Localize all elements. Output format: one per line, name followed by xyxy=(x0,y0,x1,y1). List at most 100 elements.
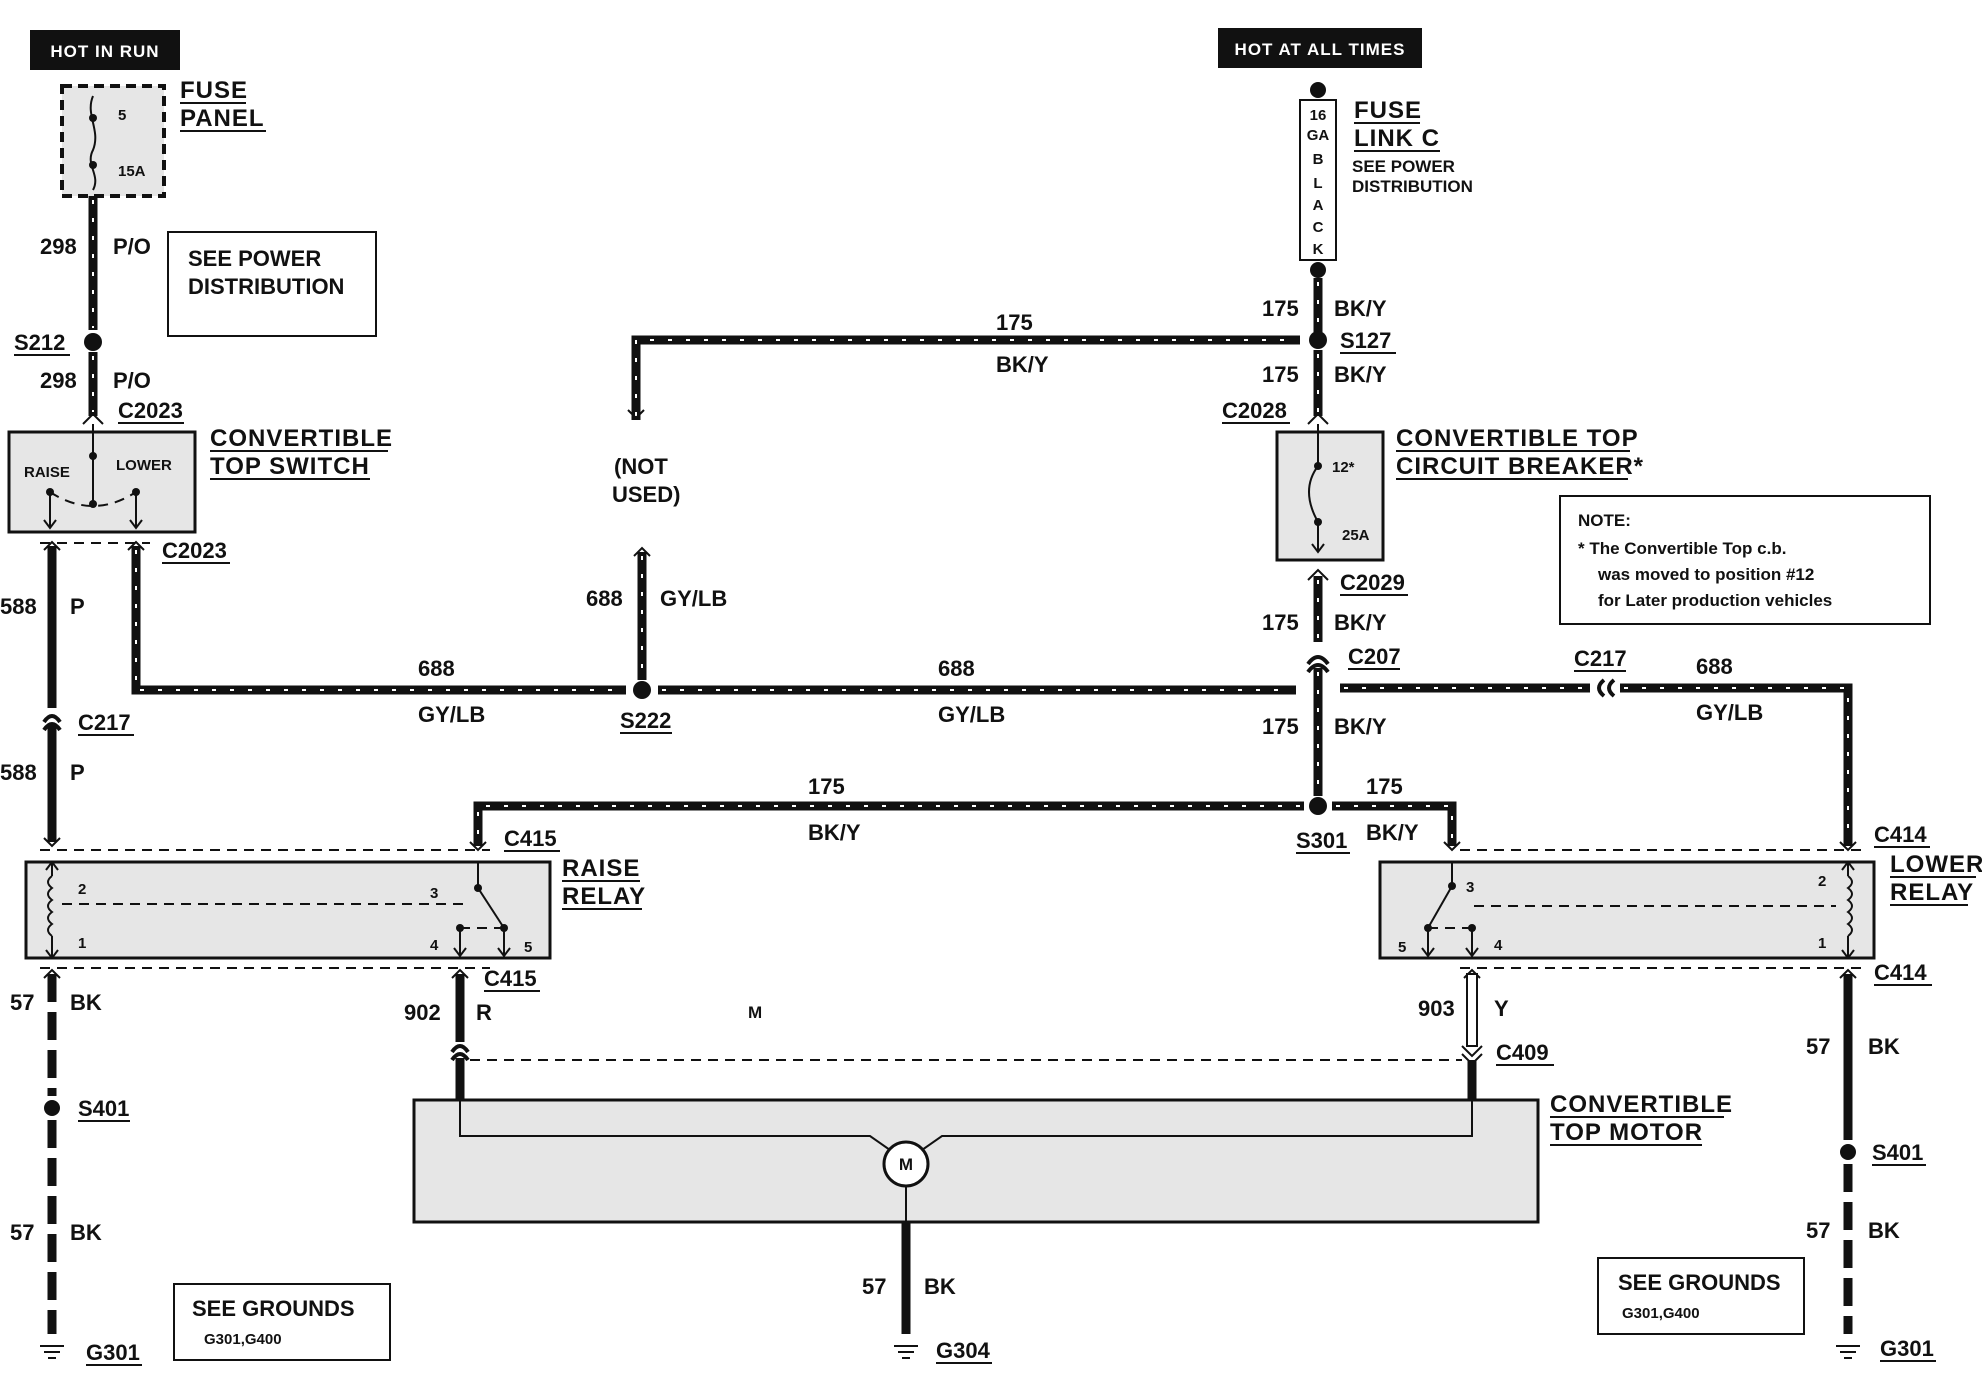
not-used-stub xyxy=(633,546,651,680)
connector-s127: S127 xyxy=(1340,328,1391,353)
wire-57-number-4: 57 xyxy=(1806,1218,1830,1243)
switch-raise-label: RAISE xyxy=(24,464,70,481)
wire-588-number-2: 588 xyxy=(0,760,37,785)
fuse-link-char-4: L xyxy=(1313,175,1322,192)
lower-relay: 3 5 4 2 1 xyxy=(1378,860,1876,960)
connector-s212: S212 xyxy=(14,330,65,355)
connector-g301-right: G301 xyxy=(1880,1336,1934,1361)
motor-title-1: CONVERTIBLE xyxy=(1550,1091,1733,1118)
connector-c2023-top: C2023 xyxy=(118,398,183,423)
wire-588-number: 588 xyxy=(0,594,37,619)
connector-c2029: C2029 xyxy=(1340,570,1405,595)
fuse-link-char-3: B xyxy=(1313,151,1324,168)
see-power-line-2: DISTRIBUTION xyxy=(188,274,344,299)
wire-902-number: 902 xyxy=(404,1000,441,1025)
wire-57-number-3: 57 xyxy=(1806,1034,1830,1059)
see-power-line-1: SEE POWER xyxy=(188,246,321,271)
see-grounds-left-list: G301,G400 xyxy=(204,1331,282,1348)
wire-175-trunk xyxy=(1307,278,1329,425)
wire-57-left xyxy=(40,968,64,1359)
convertible-top-motor: M xyxy=(412,1098,1540,1224)
see-grounds-right-box: SEE GROUNDS G301,G400 xyxy=(1597,1257,1805,1335)
wire-298 xyxy=(82,196,104,425)
lower-relay-pin-5: 5 xyxy=(1398,939,1406,956)
wire-57-color-2: BK xyxy=(70,1220,102,1245)
wire-175-color-3: BK/Y xyxy=(1334,362,1387,387)
fuse-link-char-5: A xyxy=(1313,197,1324,214)
fuse-link-see-2: DISTRIBUTION xyxy=(1352,177,1473,196)
wire-903-color: Y xyxy=(1494,996,1509,1021)
see-grounds-right-list: G301,G400 xyxy=(1622,1305,1700,1322)
note-title: NOTE: xyxy=(1578,511,1631,530)
fuse-link-char-2: GA xyxy=(1307,127,1330,144)
connector-c415-bottom: C415 xyxy=(484,966,537,991)
connector-s222: S222 xyxy=(620,708,671,733)
wire-57-color-5: BK xyxy=(924,1274,956,1299)
fuse-link-char-1: 16 xyxy=(1310,107,1327,124)
not-used-line-2: USED) xyxy=(612,482,680,507)
fuse-link-title-2: LINK C xyxy=(1354,125,1440,152)
connector-c414-top: C414 xyxy=(1874,822,1927,847)
wire-57-right xyxy=(1836,968,1860,1359)
lower-relay-pin-2: 2 xyxy=(1818,873,1826,890)
hot-in-run-header: HOT IN RUN xyxy=(30,30,180,70)
connector-c409: C409 xyxy=(1496,1040,1549,1065)
wire-298-number: 298 xyxy=(40,234,77,259)
wire-175-number-6: 175 xyxy=(808,774,845,799)
connector-s401-right: S401 xyxy=(1872,1140,1923,1165)
connector-c207: C207 xyxy=(1348,644,1401,669)
wire-588 xyxy=(42,540,62,848)
wire-688-color-3: GY/LB xyxy=(660,586,727,611)
wire-688-color-1: GY/LB xyxy=(418,702,485,727)
connector-s401-left: S401 xyxy=(78,1096,129,1121)
wire-688-number-2: 688 xyxy=(938,656,975,681)
connector-s301: S301 xyxy=(1296,828,1347,853)
raise-relay-pin-2: 2 xyxy=(78,881,86,898)
wire-903 xyxy=(1461,968,1483,1100)
breaker-title-2: CIRCUIT BREAKER* xyxy=(1396,453,1644,480)
convertible-top-switch: RAISE LOWER xyxy=(7,424,197,534)
note-line-1: * The Convertible Top c.b. xyxy=(1578,539,1786,558)
fuse-link-char-6: C xyxy=(1313,219,1324,236)
wire-175-color-6: BK/Y xyxy=(808,820,861,845)
wire-175-color-7: BK/Y xyxy=(1366,820,1419,845)
connector-c217-right: C217 xyxy=(1574,646,1627,671)
lower-relay-pin-1: 1 xyxy=(1818,935,1826,952)
breaker-title-1: CONVERTIBLE TOP xyxy=(1396,425,1639,452)
motor-title-2: TOP MOTOR xyxy=(1550,1119,1703,1146)
connector-g304: G304 xyxy=(936,1338,991,1363)
wire-903-number: 903 xyxy=(1418,996,1455,1021)
connector-c414-bottom: C414 xyxy=(1874,960,1927,985)
wire-298-color: P/O xyxy=(113,234,151,259)
wire-298-color-2: P/O xyxy=(113,368,151,393)
wire-175-color-5: BK/Y xyxy=(1334,714,1387,739)
wire-688-number-4: 688 xyxy=(1696,654,1733,679)
see-grounds-left-box: SEE GROUNDS G301,G400 xyxy=(173,1283,391,1361)
wire-588-color: P xyxy=(70,594,85,619)
raise-relay-pin-3: 3 xyxy=(430,885,438,902)
motor-symbol: M xyxy=(899,1155,913,1174)
switch-title-1: CONVERTIBLE xyxy=(210,425,393,452)
wire-175-number-5: 175 xyxy=(1262,714,1299,739)
raise-relay-title-2: RELAY xyxy=(562,883,646,910)
not-used-line-1: (NOT xyxy=(614,454,668,479)
wire-688-color-4: GY/LB xyxy=(1696,700,1763,725)
note-line-3: for Later production vehicles xyxy=(1598,591,1832,610)
hot-in-run-label: HOT IN RUN xyxy=(50,42,159,61)
connector-g301-left: G301 xyxy=(86,1340,140,1365)
wire-688-color-2: GY/LB xyxy=(938,702,1005,727)
note-line-2: was moved to position #12 xyxy=(1597,565,1814,584)
lower-relay-pin-4: 4 xyxy=(1494,937,1503,954)
wire-688-number-3: 688 xyxy=(586,586,623,611)
switch-title-2: TOP SWITCH xyxy=(210,453,370,480)
wire-902 xyxy=(450,968,470,1100)
fuse-link-c: 16 GA B L A C K xyxy=(1299,82,1337,278)
fuse-link-see-1: SEE POWER xyxy=(1352,157,1455,176)
stray-m-label: M xyxy=(748,1003,762,1022)
fuse-link-char-7: K xyxy=(1313,241,1324,258)
raise-relay-pin-4: 4 xyxy=(430,937,439,954)
raise-relay-pin-1: 1 xyxy=(78,935,86,952)
circuit-breaker: 12* 25A xyxy=(1275,424,1385,562)
raise-relay-pin-5: 5 xyxy=(524,939,532,956)
breaker-rating: 25A xyxy=(1342,527,1370,544)
